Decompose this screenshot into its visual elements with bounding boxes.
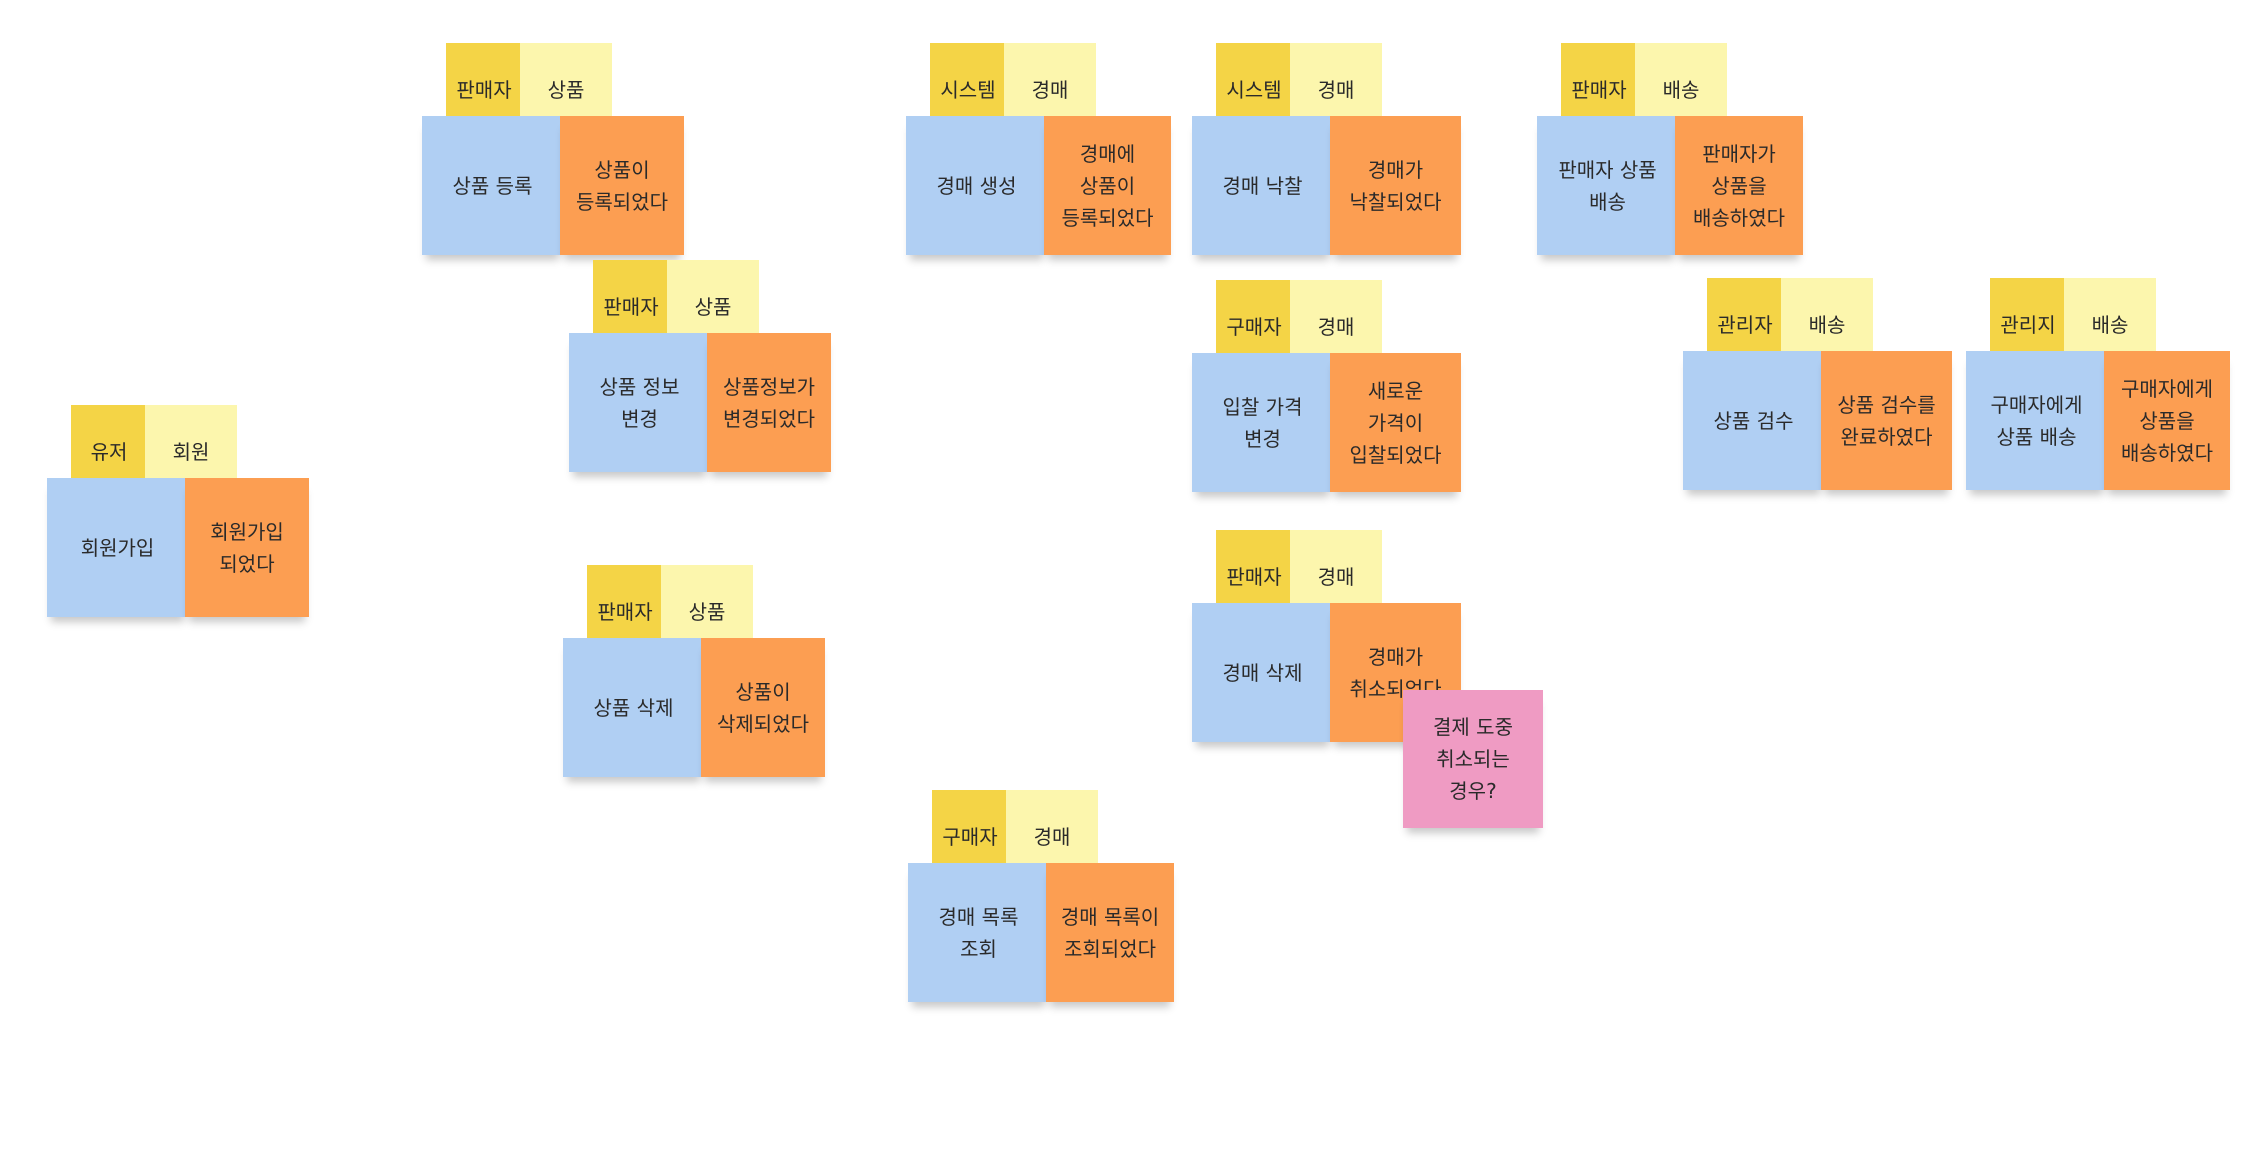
sticky-group-product-update: 판매자 상품 상품 정보 변경 상품정보가 변경되었다 — [569, 260, 969, 640]
command-sticky[interactable]: 경매 목록 조회 — [908, 863, 1049, 1002]
command-sticky[interactable]: 경매 낙찰 — [1192, 116, 1333, 255]
sticky-group-product-delete: 판매자 상품 상품 삭제 상품이 삭제되었다 — [563, 565, 963, 945]
command-sticky[interactable]: 판매자 상품 배송 — [1537, 116, 1678, 255]
event-sticky[interactable]: 상품이 등록되었다 — [560, 116, 684, 255]
event-sticky[interactable]: 판매자가 상품을 배송하였다 — [1675, 116, 1803, 255]
sticky-group-auction-create: 시스템 경매 경매 생성 경매에 상품이 등록되었다 — [906, 43, 1306, 423]
command-sticky[interactable]: 구매자에게 상품 배송 — [1966, 351, 2107, 490]
event-sticky[interactable]: 상품이 삭제되었다 — [701, 638, 825, 777]
event-sticky[interactable]: 경매에 상품이 등록되었다 — [1044, 116, 1171, 255]
sticky-group-buyer-shipping: 관리지 배송 구매자에게 상품 배송 구매자에게 상품을 배송하였다 — [1966, 278, 2252, 658]
command-sticky[interactable]: 입찰 가격 변경 — [1192, 353, 1333, 492]
hotspot-sticky[interactable]: 결제 도중 취소되는 경우? — [1403, 690, 1543, 828]
command-sticky[interactable]: 회원가입 — [47, 478, 188, 617]
event-sticky[interactable]: 경매 목록이 조회되었다 — [1046, 863, 1174, 1002]
command-sticky[interactable]: 상품 삭제 — [563, 638, 704, 777]
command-sticky[interactable]: 상품 등록 — [422, 116, 563, 255]
sticky-group-product-register: 판매자 상품 상품 등록 상품이 등록되었다 — [422, 43, 822, 423]
command-sticky[interactable]: 상품 검수 — [1683, 351, 1824, 490]
event-sticky[interactable]: 상품 검수를 완료하였다 — [1821, 351, 1952, 490]
command-sticky[interactable]: 경매 생성 — [906, 116, 1047, 255]
event-sticky[interactable]: 새로운 가격이 입찰되었다 — [1330, 353, 1461, 492]
sticky-group-bid-change: 구매자 경매 입찰 가격 변경 새로운 가격이 입찰되었다 — [1192, 280, 1592, 660]
sticky-group-signup: 유저 회원 회원가입 회원가입 되었다 — [47, 405, 447, 785]
command-sticky[interactable]: 경매 삭제 — [1192, 603, 1333, 742]
sticky-group-auction-list: 구매자 경매 경매 목록 조회 경매 목록이 조회되었다 — [908, 790, 1308, 1170]
sticky-group-auction-win: 시스템 경매 경매 낙찰 경매가 낙찰되었다 — [1192, 43, 1592, 423]
event-sticky[interactable]: 상품정보가 변경되었다 — [707, 333, 831, 472]
event-sticky[interactable]: 회원가입 되었다 — [185, 478, 309, 617]
event-sticky[interactable]: 경매가 낙찰되었다 — [1330, 116, 1461, 255]
sticky-group-product-inspection: 관리자 배송 상품 검수 상품 검수를 완료하였다 — [1683, 278, 2083, 658]
event-sticky[interactable]: 구매자에게 상품을 배송하였다 — [2104, 351, 2230, 490]
command-sticky[interactable]: 상품 정보 변경 — [569, 333, 710, 472]
sticky-group-seller-shipping: 판매자 배송 판매자 상품 배송 판매자가 상품을 배송하였다 — [1537, 43, 1937, 423]
sticky-group-auction-delete: 판매자 경매 경매 삭제 경매가 취소되었다 — [1192, 530, 1592, 910]
